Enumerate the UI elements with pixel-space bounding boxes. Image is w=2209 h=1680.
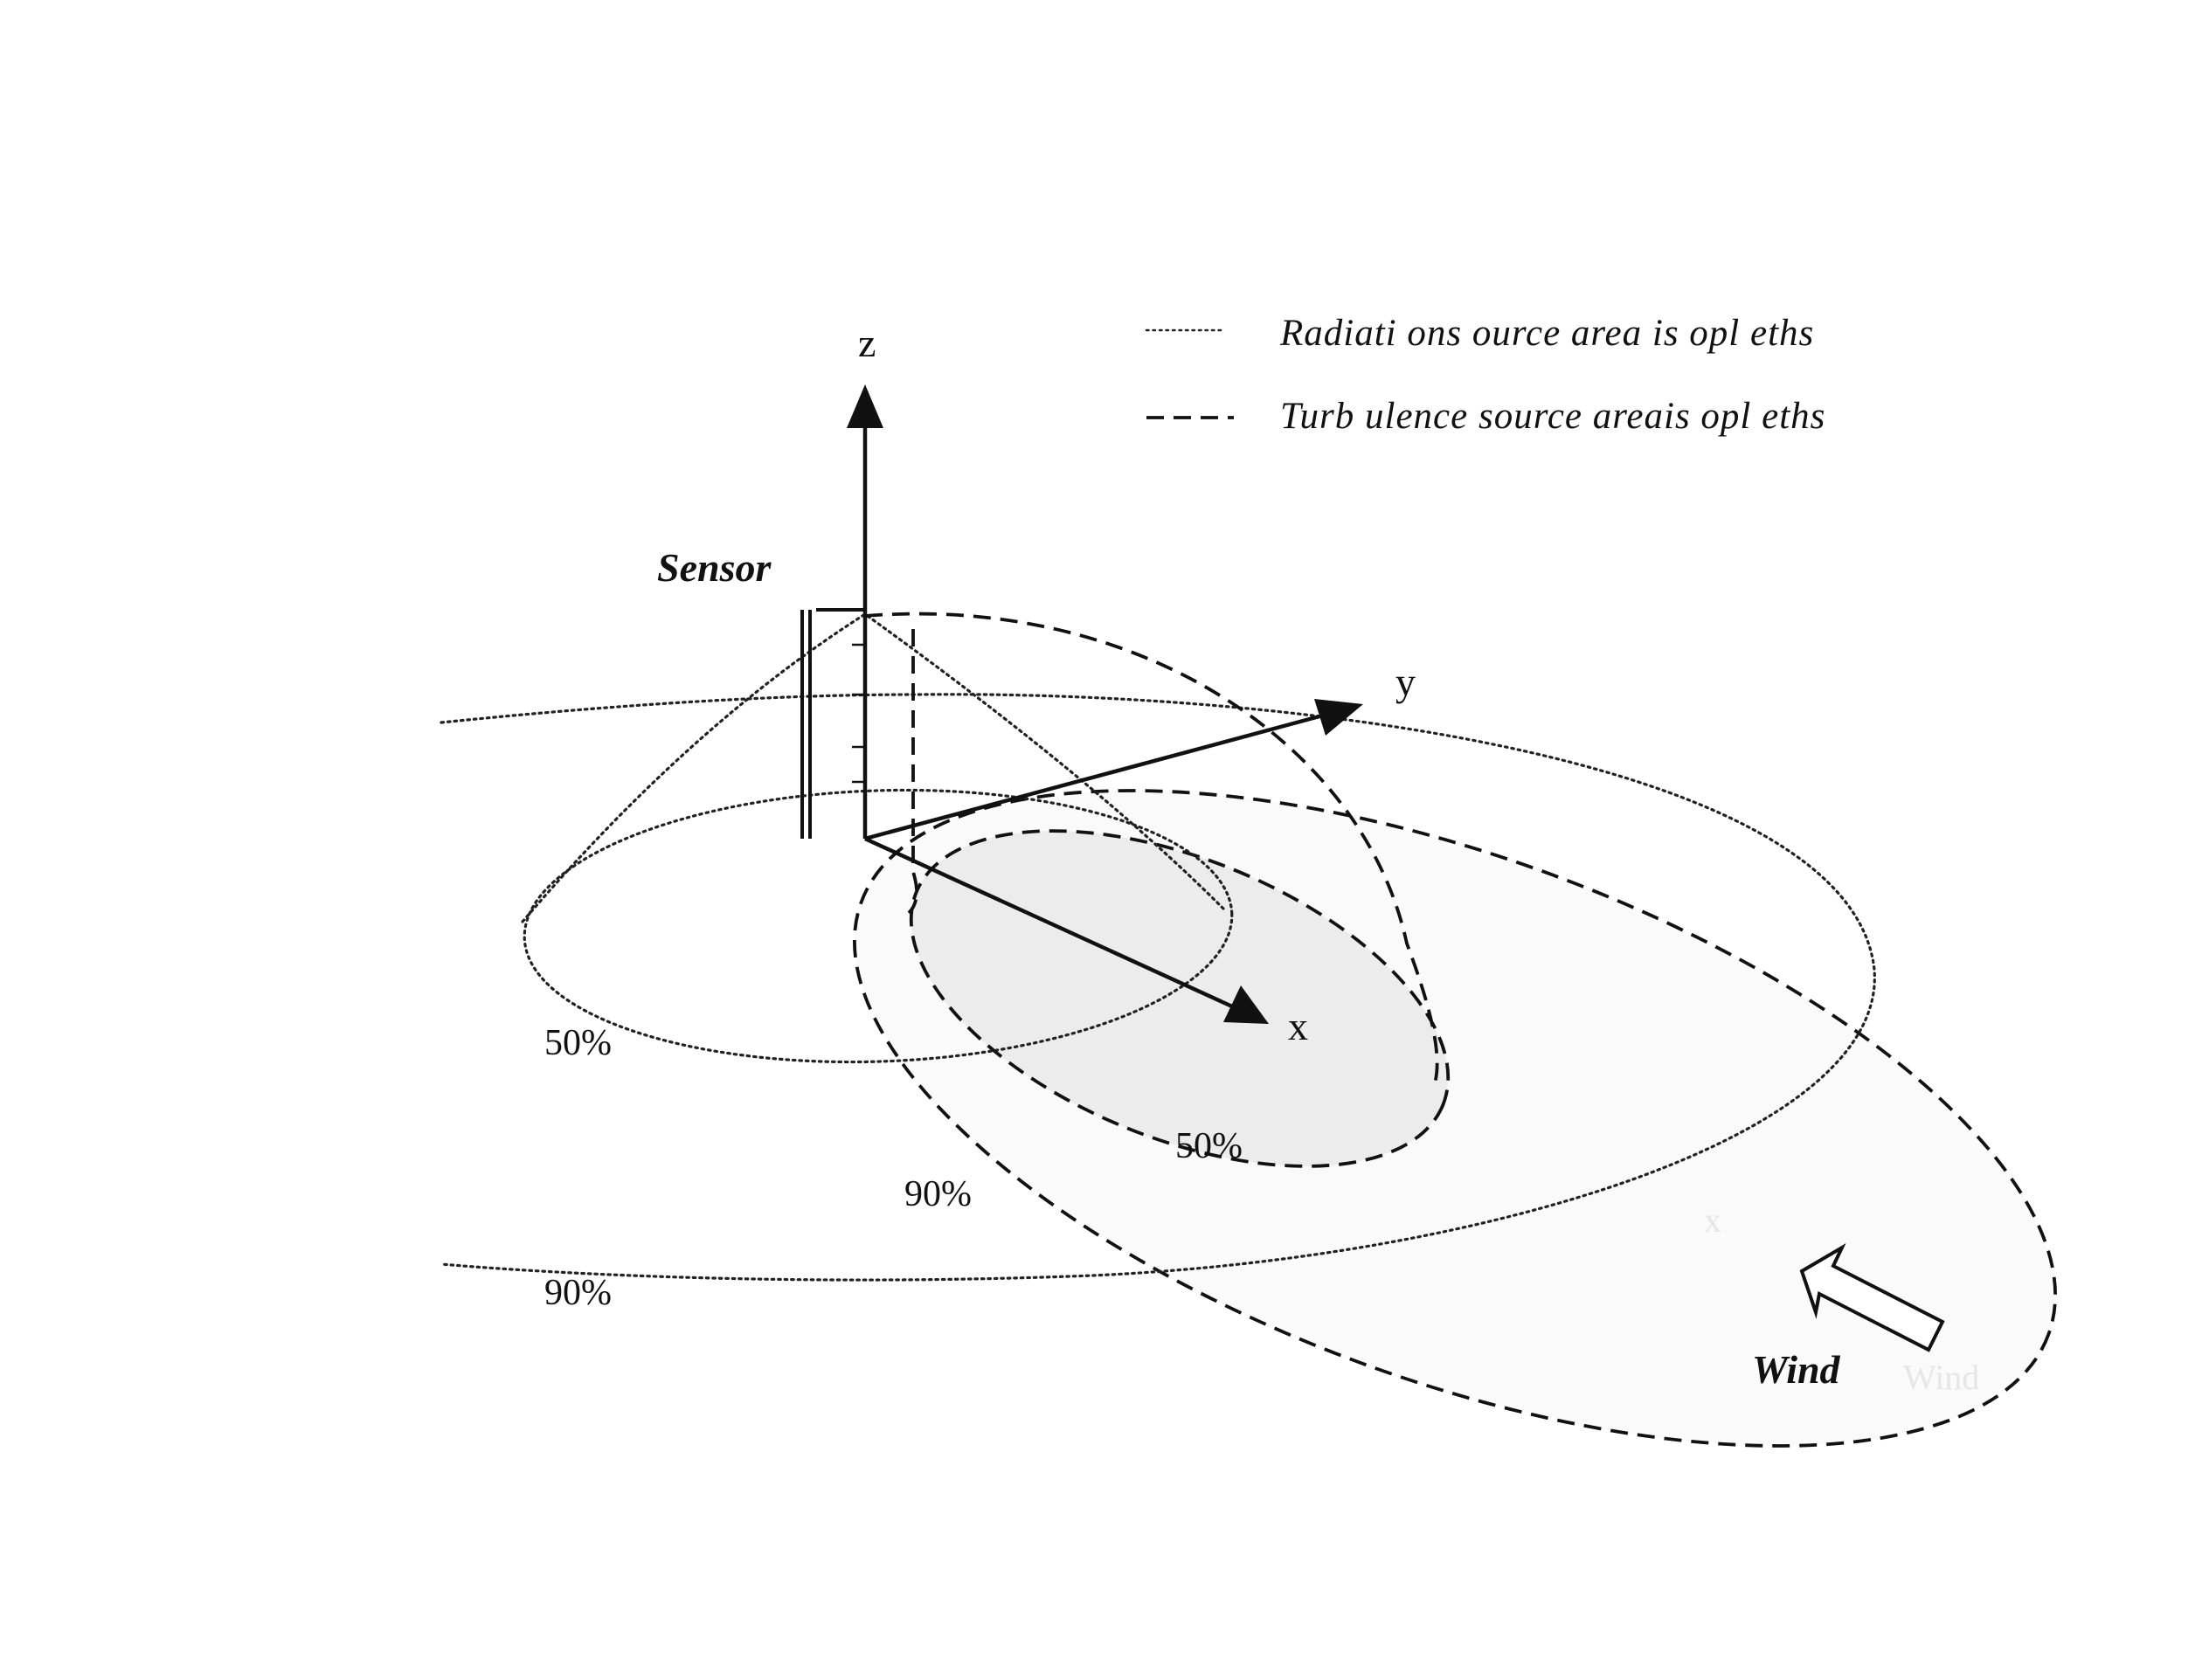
x-axis-label: x xyxy=(1288,1004,1308,1048)
faint-wind-label: Wind xyxy=(1903,1358,1979,1397)
z-axis-ticks xyxy=(852,643,865,784)
legend-turbulence-text: Turb ulence source areais opl eths xyxy=(1280,396,1825,437)
turbulence-inner-profile xyxy=(907,629,918,915)
turbulence-50-isopleth xyxy=(909,829,1451,1168)
wind-arrow-icon xyxy=(1799,1242,1945,1352)
x-axis xyxy=(864,836,1233,1009)
z-axis-label: z xyxy=(858,321,876,365)
faint-x-mark: x xyxy=(1704,1200,1721,1240)
y-axis-arrowhead xyxy=(1314,699,1363,736)
turbulence-90-label: 90% xyxy=(904,1174,972,1214)
z-axis-arrowhead xyxy=(847,384,883,428)
legend: Radiati ons ource area is opl eths Turb … xyxy=(1145,313,1825,437)
radiation-50-isopleth xyxy=(523,788,1234,1064)
radiation-90-label: 90% xyxy=(544,1273,612,1313)
y-axis-label: y xyxy=(1395,660,1416,704)
legend-radiation-text: Radiati ons ource area is opl eths xyxy=(1279,313,1814,354)
sensor-mast xyxy=(800,608,865,839)
y-axis xyxy=(864,714,1320,841)
x-axis-arrowhead xyxy=(1223,985,1269,1024)
wind-label: Wind xyxy=(1752,1347,1841,1392)
turbulence-90-isopleth xyxy=(852,789,2058,1448)
radiation-50-label: 50% xyxy=(544,1023,612,1063)
radiation-90-isopleth xyxy=(440,693,1876,1282)
turbulence-50-label: 50% xyxy=(1175,1126,1243,1166)
sensor-label: Sensor xyxy=(657,545,772,590)
turbulence-footprint-profile xyxy=(864,612,1439,1084)
